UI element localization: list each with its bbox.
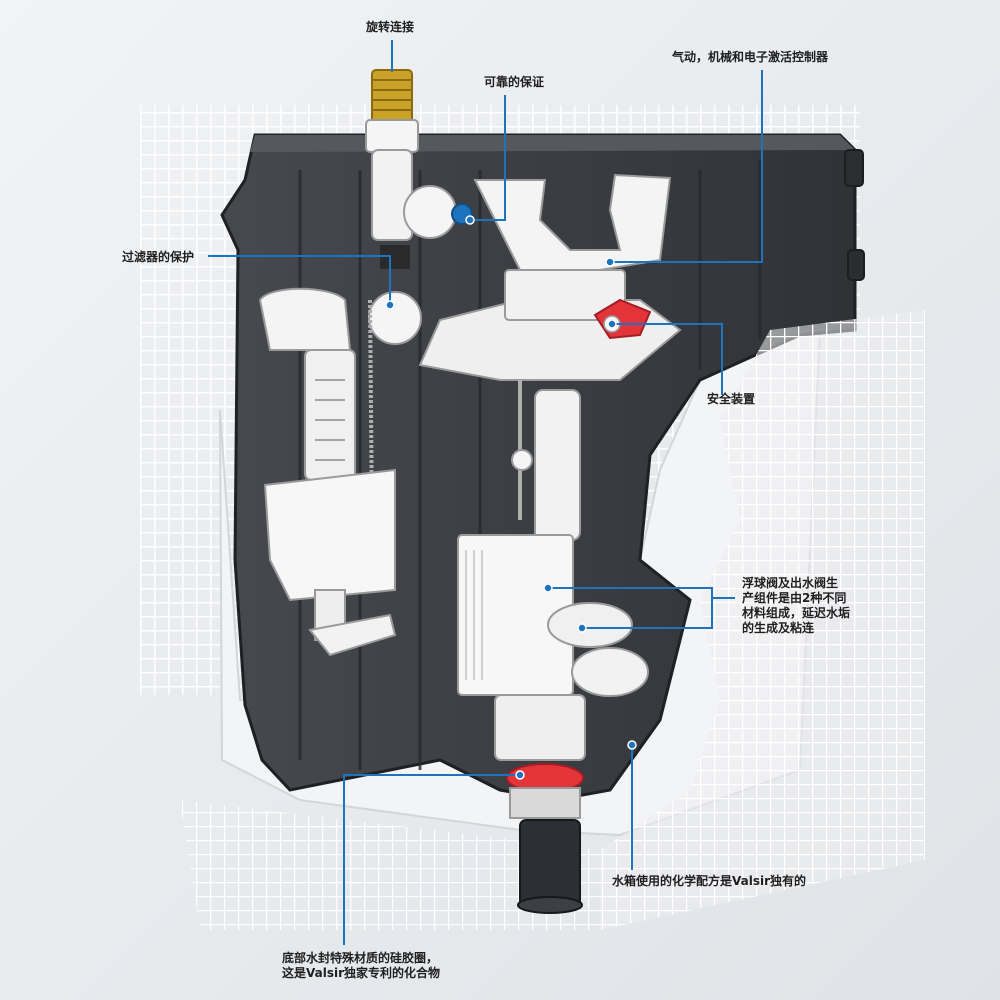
tank-clips — [844, 149, 865, 281]
flush-frame — [418, 173, 682, 541]
label-chemical-formula: 水箱使用的化学配方是Valsir独有的 — [612, 874, 807, 888]
label-activation-controller: 气动，机械和电子激活控制器 — [672, 50, 829, 64]
flush-valve — [457, 534, 649, 914]
brass-connector-icon — [365, 69, 419, 153]
label-safety-device: 安全装置 — [707, 392, 756, 406]
label-reliable-guarantee: 可靠的保证 — [484, 75, 545, 89]
tank-rim — [250, 135, 855, 152]
label-bottom-seal: 底部水封特殊材质的硅胶圈， 这是Valsir独家专利的化合物 — [282, 951, 441, 980]
label-filter-protection: 过滤器的保护 — [122, 250, 195, 264]
front-mesh — [600, 310, 925, 930]
fill-valve — [258, 149, 473, 657]
callout-dots — [385, 215, 637, 780]
bottom-mesh — [180, 800, 600, 930]
label-float-valve: 浮球阀及出水阀生 产组件是由2种不同 材料组成，延迟水垢 的生成及粘连 — [742, 576, 851, 635]
callout-lines — [208, 40, 763, 945]
label-rotate-connection: 旋转连接 — [366, 20, 415, 34]
